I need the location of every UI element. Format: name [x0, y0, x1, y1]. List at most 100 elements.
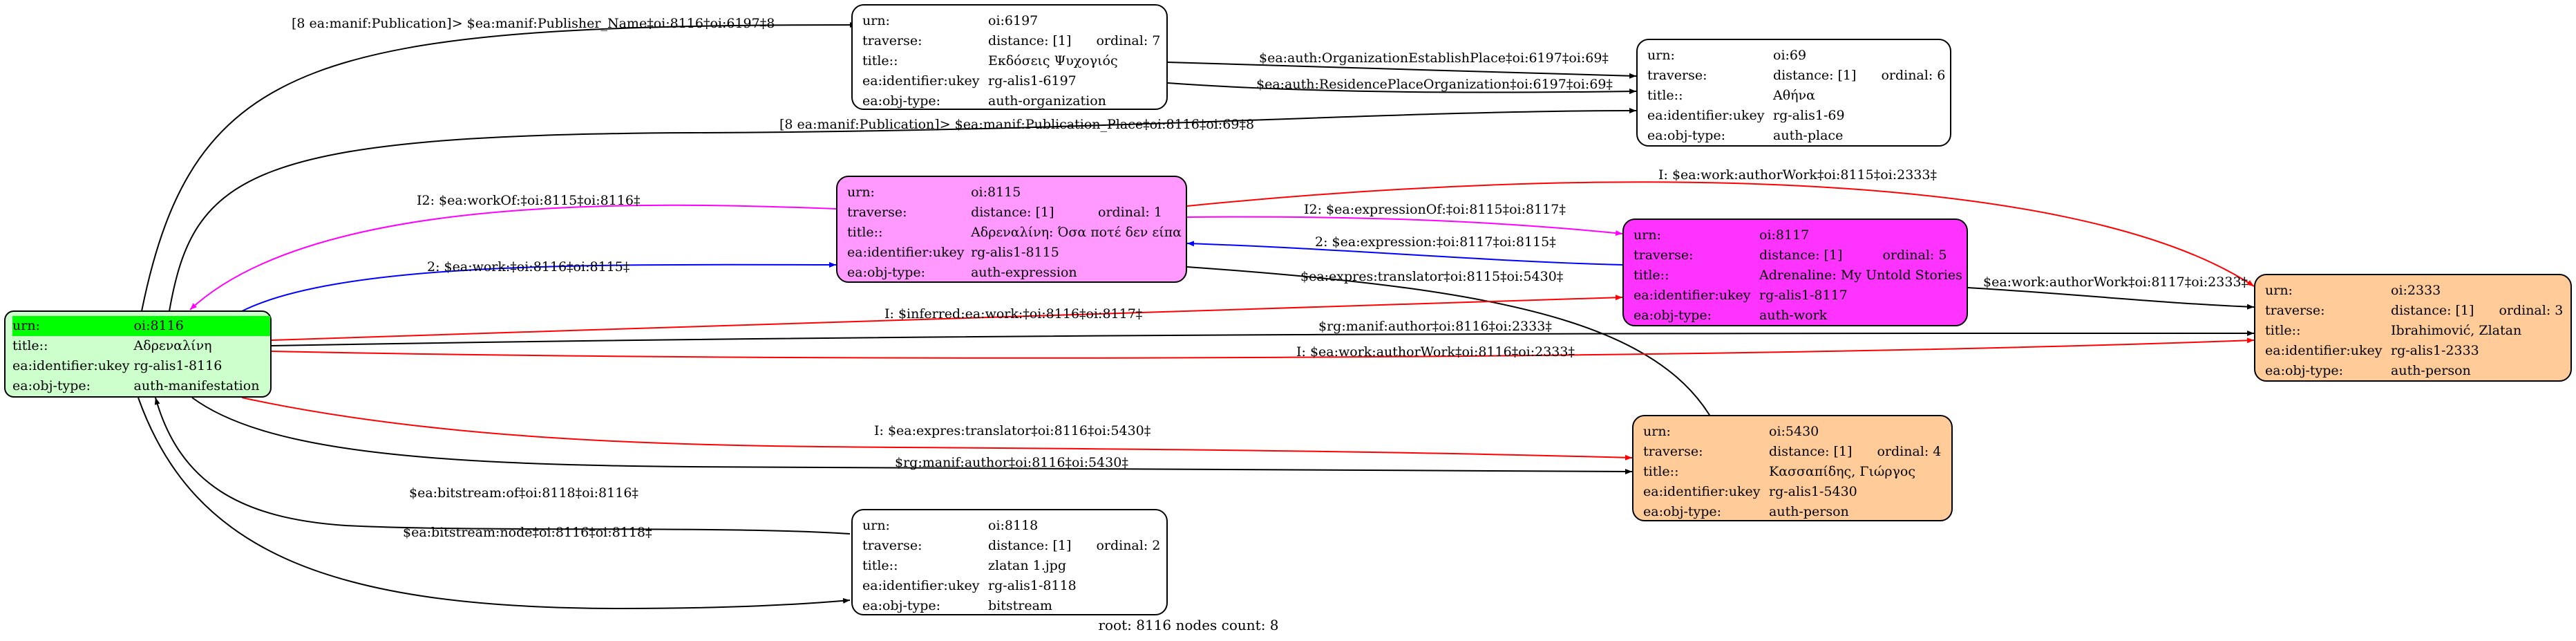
objtype-value: auth-organization [988, 93, 1106, 109]
ordinal-value: ordinal: 3 [2499, 303, 2564, 318]
urn-label: urn: [862, 518, 890, 533]
urn-value: oi:5430 [1769, 424, 1819, 439]
title-label: title:: [2265, 323, 2301, 338]
traverse-label: traverse: [1643, 444, 1703, 459]
title-label: title:: [1647, 88, 1683, 103]
edge-expression-of [1186, 216, 1623, 236]
objtype-label: ea:obj-type: [862, 93, 941, 109]
edge-manif-author-5430 [191, 397, 1633, 474]
edge-translator-8115 [1186, 266, 1731, 462]
ukey-value: rg-alis1-8115 [971, 245, 1059, 260]
node-69[interactable]: urn:oi:69 traverse:distance: [1]ordinal:… [1636, 39, 1951, 147]
objtype-label: ea:obj-type: [862, 598, 941, 613]
traverse-label: traverse: [847, 205, 907, 220]
traverse-label: traverse: [862, 33, 922, 48]
objtype-label: ea:obj-type: [12, 378, 91, 393]
edge-publisher-name [141, 22, 858, 312]
ukey-label: ea:identifier:ukey [847, 245, 965, 260]
node-8117[interactable]: urn: oi:8117 traverse: distance: [1] ordina… [1622, 219, 1968, 326]
urn-label: urn: [1647, 48, 1675, 63]
title-value: Αδρεναλίνη: Όσα ποτέ δεν είπα [971, 225, 1182, 240]
ukey-value: rg-alis1-5430 [1769, 484, 1857, 499]
objtype-value: auth-place [1773, 128, 1844, 143]
edge-label-residence-place: $ea:auth:ResidencePlaceOrganization‡oi:6… [1256, 77, 1613, 92]
ordinal-value: ordinal: 4 [1877, 444, 1942, 459]
node-5430[interactable]: urn:oi:5430 traverse:distance: [1]ordina… [1632, 415, 1953, 521]
node-6197[interactable]: urn:oi:6197 traverse:distance: [1]ordina… [851, 4, 1168, 110]
edge-label-translator-8115: $ea:expres:translator‡oi:8115‡oi:5430‡ [1300, 269, 1563, 284]
ukey-label: ea:identifier:ukey [1647, 108, 1765, 123]
objtype-value: auth-expression [971, 265, 1077, 280]
edge-label-author-work-8117: $ea:work:authorWork‡oi:8117‡oi:2333‡ [1983, 275, 2248, 290]
distance-value: distance: [1] [971, 205, 1054, 220]
edge-publication-place [169, 108, 1637, 312]
edge-work [241, 261, 837, 312]
title-label: title:: [1633, 268, 1669, 283]
node-2333[interactable]: urn:oi:2333 traverse:distance: [1]ordina… [2254, 274, 2572, 382]
edge-label-publication-place: [8 ea:manif:Publication]> $ea:manif:Publ… [779, 117, 1254, 132]
edge-work-of [189, 204, 837, 310]
urn-label: urn: [1633, 227, 1661, 243]
urn-value: oi:69 [1773, 48, 1807, 63]
urn-label: urn: [862, 13, 890, 28]
objtype-value: auth-manifestation [133, 378, 260, 393]
ordinal-value: ordinal: 5 [1882, 248, 1947, 263]
edge-manif-author-2333 [271, 330, 2255, 346]
traverse-label: traverse: [1633, 248, 1694, 263]
edge-label-publisher-name: [8 ea:manif:Publication]> $ea:manif:Publ… [292, 16, 775, 31]
distance-value: distance: [1] [1759, 248, 1843, 263]
title-value: Αδρεναλίνη [133, 338, 212, 353]
title-value: zlatan 1.jpg [988, 558, 1066, 573]
distance-value: distance: [1] [1773, 68, 1857, 83]
edge-label-author-work-8115: I: $ea:work:authorWork‡oi:8115‡oi:2333‡ [1658, 167, 1937, 183]
node-8118[interactable]: urn:oi:8118 traverse:distance: [1]ordina… [851, 509, 1168, 615]
distance-value: distance: [1] [1769, 444, 1853, 459]
edge-translator-8116 [241, 397, 1633, 461]
urn-value: oi:8116 [133, 316, 270, 336]
urn-value: oi:8117 [1759, 227, 1810, 243]
edge-label-work: 2: $ea:work:‡oi:8116‡oi:8115‡ [427, 259, 629, 275]
distance-value: distance: [1] [2391, 303, 2474, 318]
ukey-label: ea:identifier:ukey [862, 73, 980, 89]
title-value: Αθήνα [1773, 88, 1815, 103]
title-value: Adrenaline: My Untold Stories [1759, 268, 1962, 283]
ukey-value: rg-alis1-8116 [133, 358, 222, 373]
edge-bitstream-node [138, 397, 851, 610]
objtype-value: bitstream [988, 598, 1052, 613]
edge-residence-place [1167, 82, 1637, 95]
edge-label-work-of: I2: $ea:workOf:‡oi:8115‡oi:8116‡ [417, 193, 640, 208]
ukey-value: rg-alis1-6197 [988, 73, 1077, 89]
ukey-value: rg-alis1-8118 [988, 578, 1077, 593]
ordinal-value: ordinal: 2 [1096, 538, 1161, 553]
title-value: Κασσαπίδης, Γιώργος [1769, 464, 1916, 479]
ukey-value: rg-alis1-2333 [2391, 343, 2479, 358]
distance-value: distance: [1] [988, 33, 1072, 48]
ukey-value: rg-alis1-8117 [1759, 288, 1848, 303]
title-label: title:: [847, 225, 883, 240]
urn-value: oi:8115 [971, 185, 1021, 200]
title-label: title:: [12, 338, 48, 353]
title-value: Εκδόσεις Ψυχογιός [988, 53, 1118, 68]
edge-label-bitstream-node: $ea:bitstream:node‡oi:8116‡oi:8118‡ [403, 525, 652, 540]
objtype-label: ea:obj-type: [2265, 363, 2344, 378]
ordinal-value: ordinal: 6 [1881, 68, 1946, 83]
objtype-label: ea:obj-type: [847, 265, 926, 280]
edge-label-manif-author-5430: $rg:manif:author‡oi:8116‡oi:5430‡ [895, 455, 1128, 470]
edge-expression [1186, 241, 1623, 266]
objtype-label: ea:obj-type: [1633, 308, 1712, 323]
ukey-label: ea:identifier:ukey [2265, 343, 2383, 358]
edge-label-expression: 2: $ea:expression:‡oi:8117‡oi:8115‡ [1315, 234, 1556, 250]
edge-author-work-8117 [1967, 287, 2255, 310]
edge-label-expression-of: I2: $ea:expressionOf:‡oi:8115‡oi:8117‡ [1304, 202, 1566, 217]
node-8115[interactable]: urn:oi:8115 traverse:distance: [1]ordina… [836, 176, 1187, 283]
edge-label-author-work-8116: I: $ea:work:authorWork‡oi:8116‡oi:2333‡ [1296, 344, 1575, 360]
urn-value: oi:2333 [2391, 283, 2441, 298]
edge-label-establish-place: $ea:auth:OrganizationEstablishPlace‡oi:6… [1259, 50, 1609, 66]
title-label: title:: [862, 53, 898, 68]
distance-value: distance: [1] [988, 538, 1072, 553]
edge-label-translator-8116: I: $ea:expres:translator‡oi:8116‡oi:5430… [874, 423, 1150, 438]
node-8116[interactable]: urn:oi:8116 title::Αδρεναλίνη ea:identif… [4, 310, 272, 398]
ukey-label: ea:identifier:ukey [862, 578, 980, 593]
urn-value: oi:6197 [988, 13, 1039, 28]
